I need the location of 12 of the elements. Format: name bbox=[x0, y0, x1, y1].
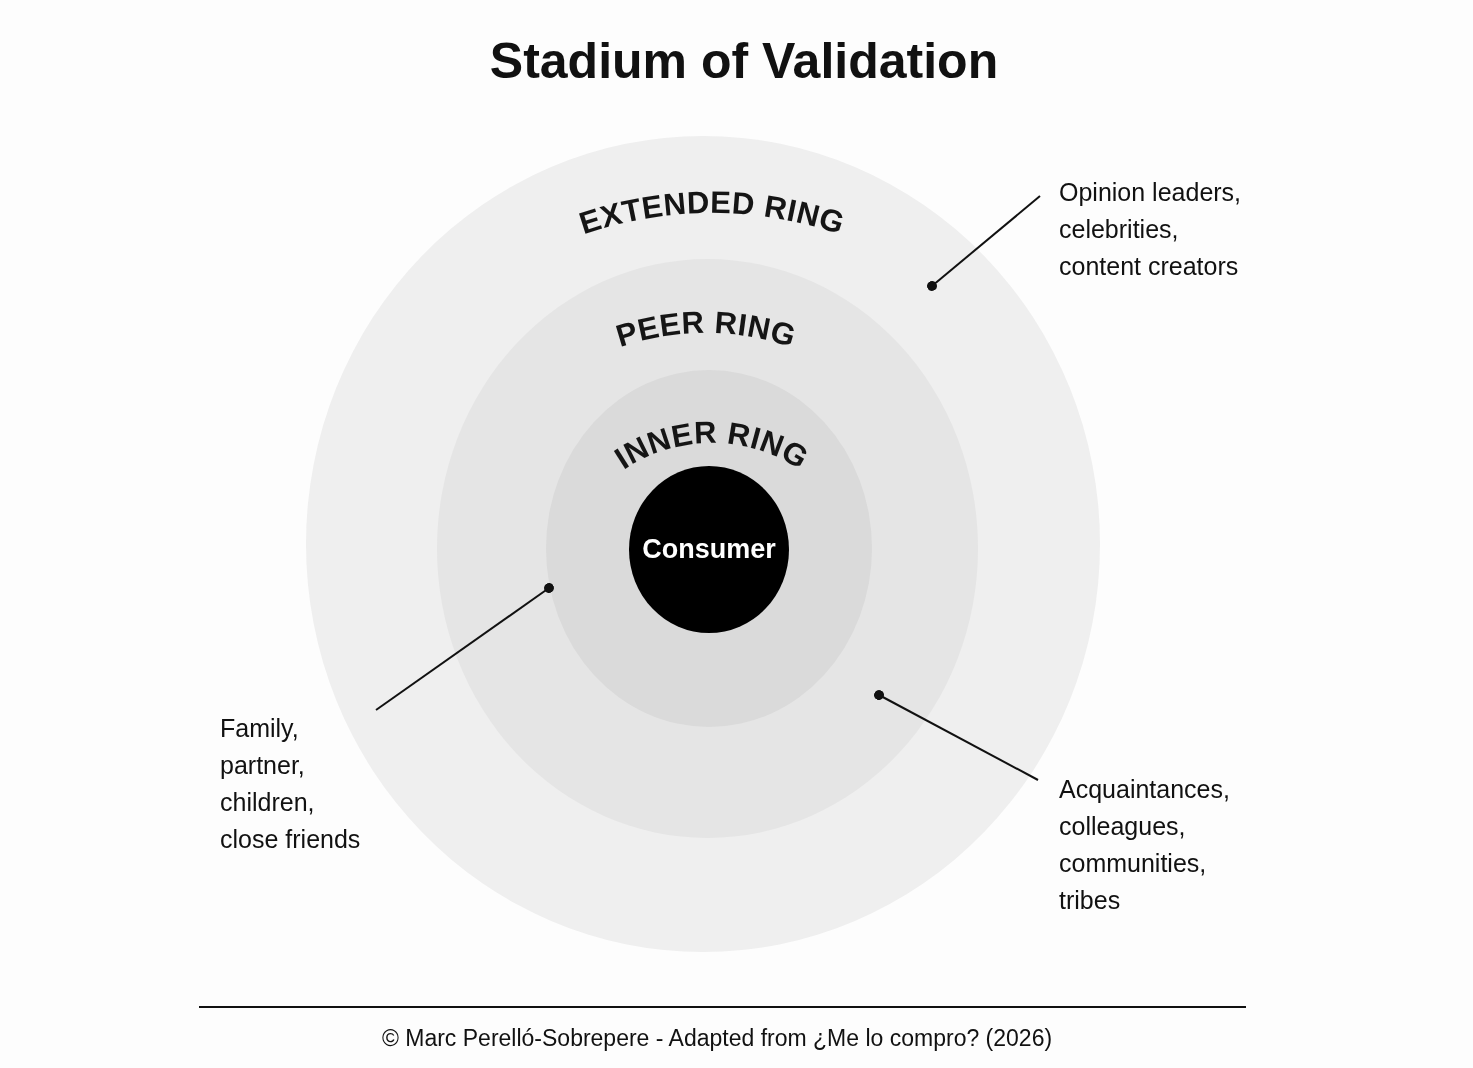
title: Stadium of Validation bbox=[489, 33, 999, 91]
center-label: Consumer bbox=[642, 533, 776, 566]
callout-text: Acquaintances, colleagues, communities, tribes bbox=[1059, 771, 1249, 919]
ring-label: PEER RING bbox=[611, 304, 800, 354]
leader-line bbox=[375, 583, 554, 711]
ring-label: INNER RING bbox=[608, 414, 815, 476]
ring-label: EXTENDED RING bbox=[575, 184, 849, 242]
callout-text: Family, partner, children, close friends bbox=[220, 710, 372, 858]
leader-line bbox=[874, 690, 1039, 781]
leader-line bbox=[927, 195, 1041, 291]
caption: © Marc Perelló-Sobrepere - Adapted from ¿Me lo compro? (2026) bbox=[381, 1025, 1053, 1053]
callout-text: Opinion leaders, celebrities, content creators bbox=[1059, 174, 1259, 285]
